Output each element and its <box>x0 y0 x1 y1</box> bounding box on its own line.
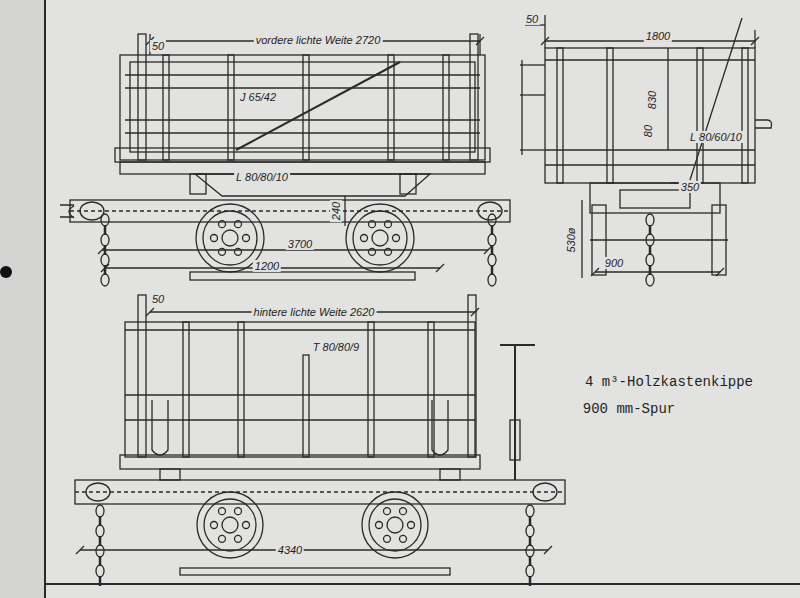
dimension-label: 3700 <box>286 238 314 250</box>
dimension-label: L 80/60/10 <box>688 131 744 143</box>
dimension-label: 530ø <box>565 225 577 254</box>
dimension-label: J 65/42 <box>238 91 278 103</box>
chain <box>101 214 109 286</box>
dimension-label: 50 <box>150 40 166 52</box>
dimension-label: 50 <box>524 13 540 25</box>
dimension-label: 4340 <box>276 544 304 556</box>
dimension-label: vordere lichte Weite 2720 <box>254 34 383 46</box>
dimension-label: L 80/80/10 <box>234 171 290 183</box>
dimension-label: 80 <box>642 123 654 139</box>
chain <box>488 214 496 286</box>
sheet-title: 900 mm-Spur <box>581 402 677 417</box>
dimension-label: 350 <box>679 181 701 193</box>
wheel <box>362 492 428 558</box>
dimension-label: 830 <box>646 89 658 111</box>
chain <box>526 505 534 586</box>
sheet-title: 4 m³-Holzkastenkippe <box>583 375 755 390</box>
dimension-label: 1200 <box>253 260 281 272</box>
dimension-label: 240 <box>330 200 342 222</box>
dimension-label: T 80/80/9 <box>311 341 361 353</box>
dimension-label: hintere lichte Weite 2620 <box>252 306 377 318</box>
wheel <box>197 492 263 558</box>
dimension-label: 50 <box>150 293 166 305</box>
dimension-label: 1800 <box>644 30 672 42</box>
dimension-label: 900 <box>603 257 625 269</box>
wheel <box>346 204 414 272</box>
chain <box>96 505 104 586</box>
chain <box>646 214 654 286</box>
